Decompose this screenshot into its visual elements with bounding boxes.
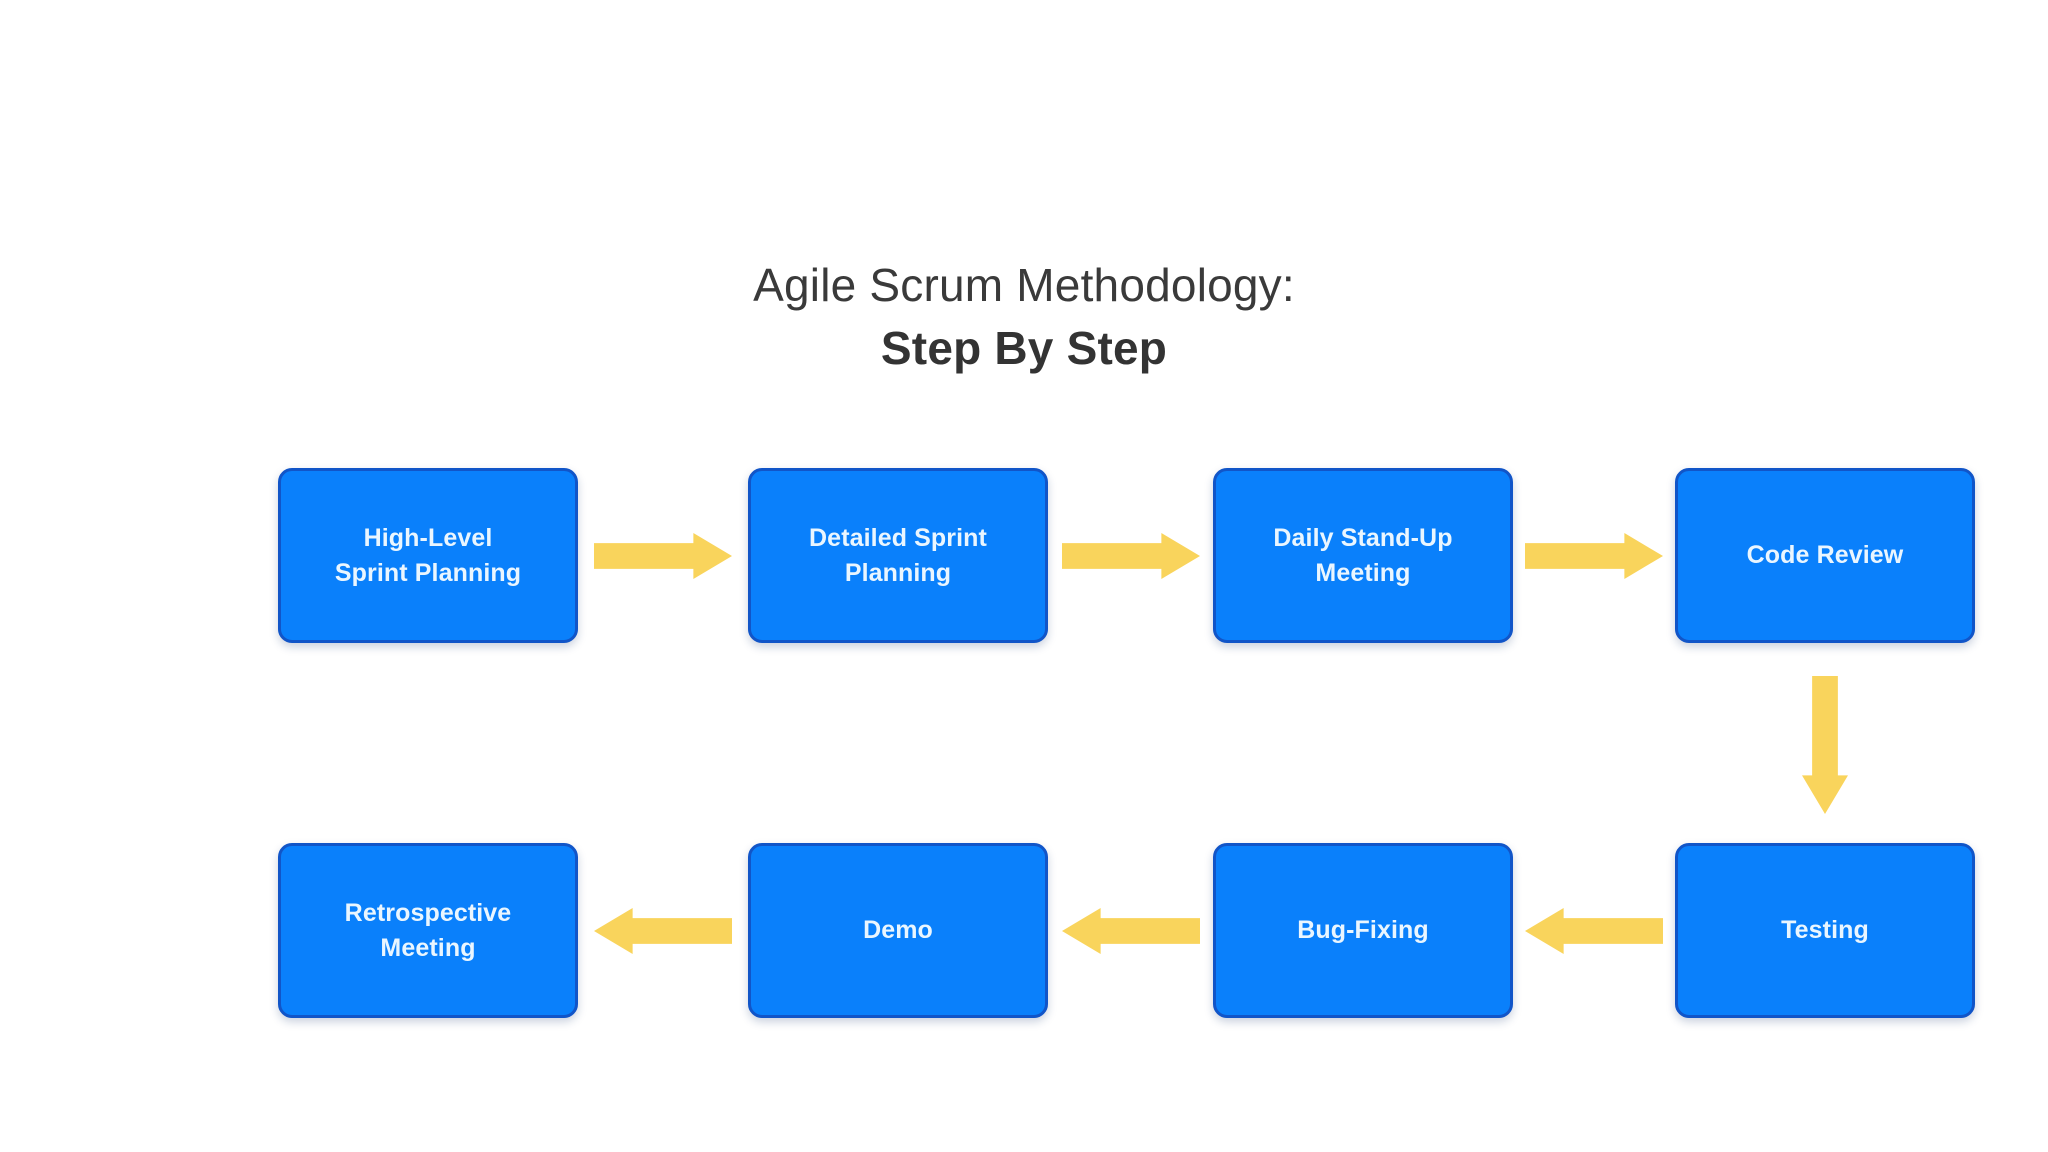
page-title: Agile Scrum Methodology: Step By Step bbox=[0, 258, 2048, 376]
arrow-left-icon bbox=[1062, 908, 1200, 954]
title-line-primary: Agile Scrum Methodology: bbox=[753, 259, 1295, 311]
flow-node-label: Code Review bbox=[1746, 541, 1904, 570]
flow-node-testing[interactable]: Testing bbox=[1675, 843, 1975, 1018]
arrow-left-icon bbox=[594, 908, 732, 954]
arrow-left-icon bbox=[1525, 908, 1663, 954]
flow-node-demo[interactable]: Demo bbox=[748, 843, 1048, 1018]
arrow-down-icon bbox=[1802, 676, 1848, 814]
flow-node-label: Daily Stand-Up Meeting bbox=[1273, 524, 1453, 587]
flow-node-detailed-sprint-planning[interactable]: Detailed Sprint Planning bbox=[748, 468, 1048, 643]
flow-node-daily-stand-up-meeting[interactable]: Daily Stand-Up Meeting bbox=[1213, 468, 1513, 643]
flow-node-high-level-sprint-planning[interactable]: High-Level Sprint Planning bbox=[278, 468, 578, 643]
arrow-right-icon bbox=[594, 533, 732, 579]
arrow-right-icon bbox=[1062, 533, 1200, 579]
flow-node-label: Retrospective Meeting bbox=[344, 899, 512, 962]
flow-node-label: Bug-Fixing bbox=[1297, 916, 1429, 945]
flow-node-bug-fixing[interactable]: Bug-Fixing bbox=[1213, 843, 1513, 1018]
flow-node-retrospective-meeting[interactable]: Retrospective Meeting bbox=[278, 843, 578, 1018]
title-line-secondary: Step By Step bbox=[880, 322, 1168, 375]
flow-node-code-review[interactable]: Code Review bbox=[1675, 468, 1975, 643]
flow-node-label: High-Level Sprint Planning bbox=[334, 524, 522, 587]
flow-node-label: Testing bbox=[1781, 916, 1869, 945]
flow-node-label: Demo bbox=[863, 916, 933, 945]
arrow-right-icon bbox=[1525, 533, 1663, 579]
flow-node-label: Detailed Sprint Planning bbox=[809, 524, 987, 587]
